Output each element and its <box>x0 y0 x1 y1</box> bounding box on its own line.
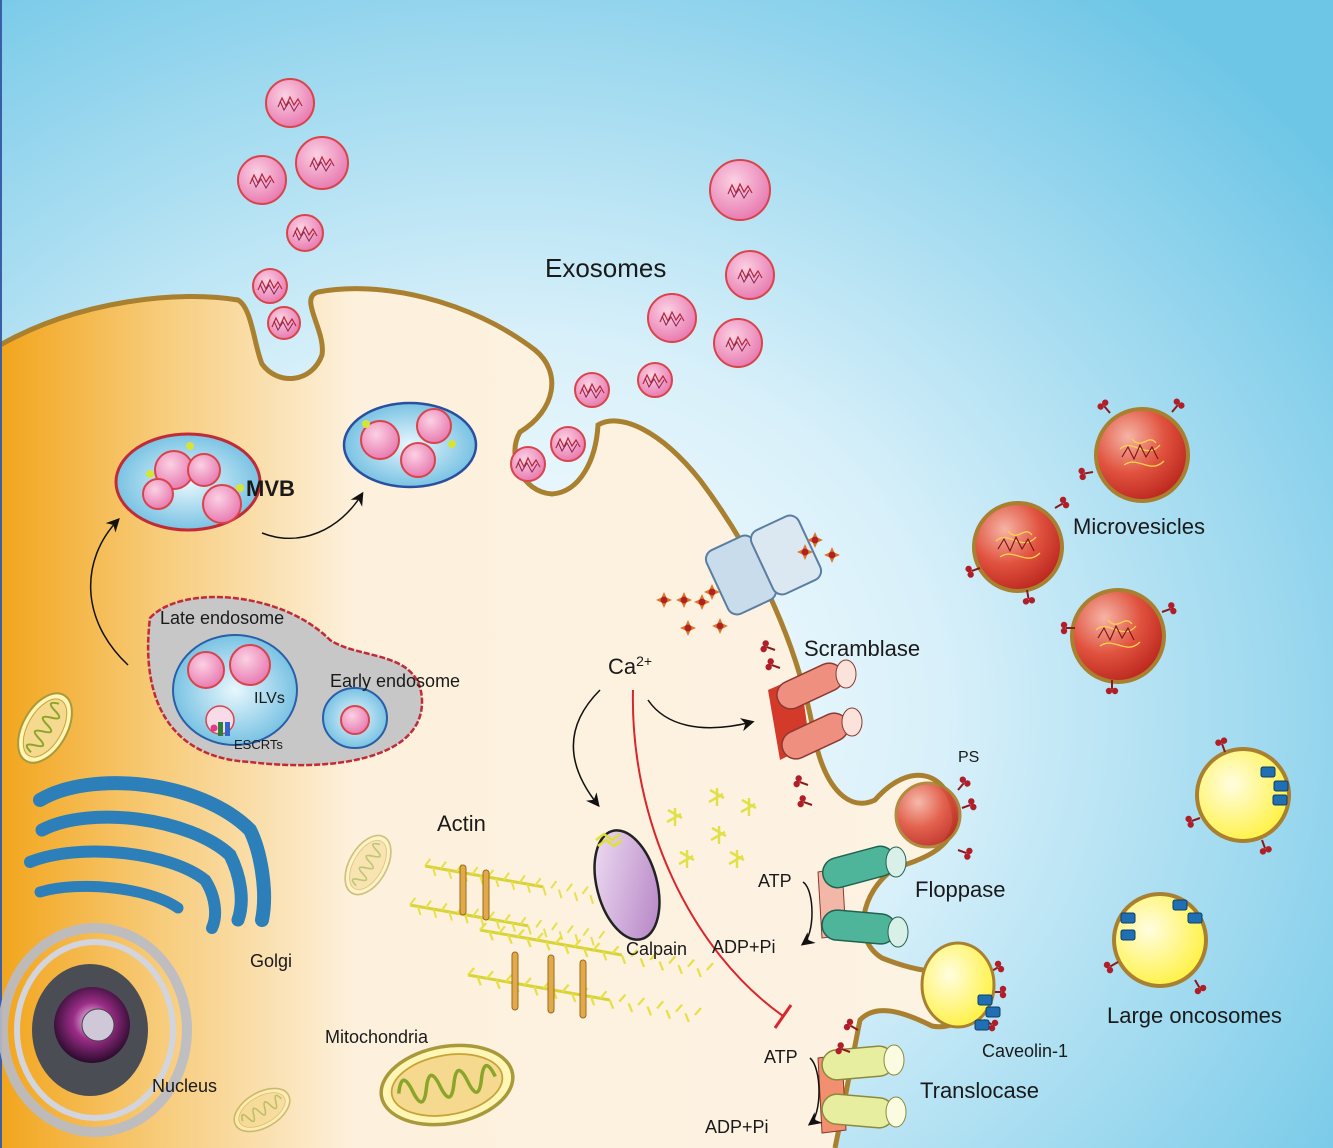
exosome-icon <box>510 446 546 482</box>
exosome-icon <box>265 78 315 128</box>
exosome-icon <box>725 250 775 300</box>
arrow-late-endosome-to-mvb <box>90 518 129 666</box>
actin-filament-icon <box>407 856 715 1026</box>
nucleus-icon <box>0 923 192 1137</box>
microvesicle-icon <box>963 494 1072 607</box>
exosome-icon <box>286 214 324 252</box>
golgi-icon <box>24 776 272 934</box>
large-oncosome-icon <box>1101 892 1209 997</box>
microvesicle-icon <box>1076 396 1190 503</box>
exosome-icon <box>713 318 763 368</box>
exosome-icon <box>574 372 610 408</box>
exosome-icon <box>237 155 287 205</box>
budding-microvesicle <box>894 781 962 849</box>
calcium-channel-icon <box>704 514 823 616</box>
inhibition-bar <box>773 1004 793 1029</box>
actin-monomer-cluster <box>666 788 757 868</box>
arrow-calcium-to-calpain <box>572 689 601 808</box>
large-oncosome-icon <box>1183 735 1291 857</box>
label-late-endosome: Late endosome <box>160 608 284 628</box>
mvb-secondary <box>342 401 478 489</box>
label-adp-translocase: ADP+Pi <box>705 1117 769 1137</box>
label-atp-floppase: ATP <box>758 871 792 891</box>
budding-large-oncosome <box>920 941 1001 1031</box>
label-scramblase: Scramblase <box>804 636 920 661</box>
label-atp-translocase: ATP <box>764 1047 798 1067</box>
inhibition-calcium-translocase <box>631 689 784 1017</box>
arrow-mvb-to-membrane <box>261 491 364 540</box>
label-escrts: ESCRTs <box>234 737 283 752</box>
label-caveolin: Caveolin-1 <box>982 1041 1068 1061</box>
label-ilvs: ILVs <box>254 690 285 707</box>
label-microvesicles: Microvesicles <box>1073 514 1205 539</box>
microvesicle-icon <box>1059 588 1179 696</box>
exosome-icon <box>647 293 697 343</box>
label-mitochondria: Mitochondria <box>325 1027 429 1047</box>
caveolin-icon <box>974 1019 990 1031</box>
scramblase-icon <box>768 659 863 760</box>
mvb-primary <box>114 432 262 532</box>
label-nucleus: Nucleus <box>152 1076 217 1096</box>
label-ps: PS <box>958 749 979 766</box>
exosome-icon <box>267 306 301 340</box>
label-calcium-symbol: Ca <box>608 654 637 679</box>
label-calcium-charge: 2+ <box>636 653 652 669</box>
arrow-calcium-to-scramblase <box>647 699 755 732</box>
exosome-icon <box>252 268 288 304</box>
arrow-atp-translocase <box>807 1057 823 1126</box>
exosome-icon <box>550 426 586 462</box>
translocase-icon <box>817 1044 907 1134</box>
exosome-cluster <box>237 78 775 482</box>
label-adp-floppase: ADP+Pi <box>712 937 776 957</box>
calpain-icon <box>593 829 661 941</box>
label-large-oncosomes: Large oncosomes <box>1107 1003 1282 1028</box>
label-actin: Actin <box>437 811 486 836</box>
floppase-icon <box>817 845 909 948</box>
caveolin-icon <box>985 1006 1001 1018</box>
exosome-icon <box>637 362 673 398</box>
exosome-icon <box>709 159 771 221</box>
label-calcium: Ca2+ <box>608 653 652 679</box>
exosome-icon <box>295 136 349 190</box>
label-mvb: MVB <box>246 476 295 501</box>
label-translocase: Translocase <box>920 1078 1039 1103</box>
label-golgi: Golgi <box>250 951 292 971</box>
endosome-compartment <box>146 595 424 767</box>
label-floppase: Floppase <box>915 877 1006 902</box>
label-exosomes: Exosomes <box>545 253 666 283</box>
label-calpain: Calpain <box>626 939 687 959</box>
label-early-endosome: Early endosome <box>330 671 460 691</box>
arrow-atp-floppase <box>800 881 816 946</box>
caveolin-icon <box>977 994 993 1006</box>
